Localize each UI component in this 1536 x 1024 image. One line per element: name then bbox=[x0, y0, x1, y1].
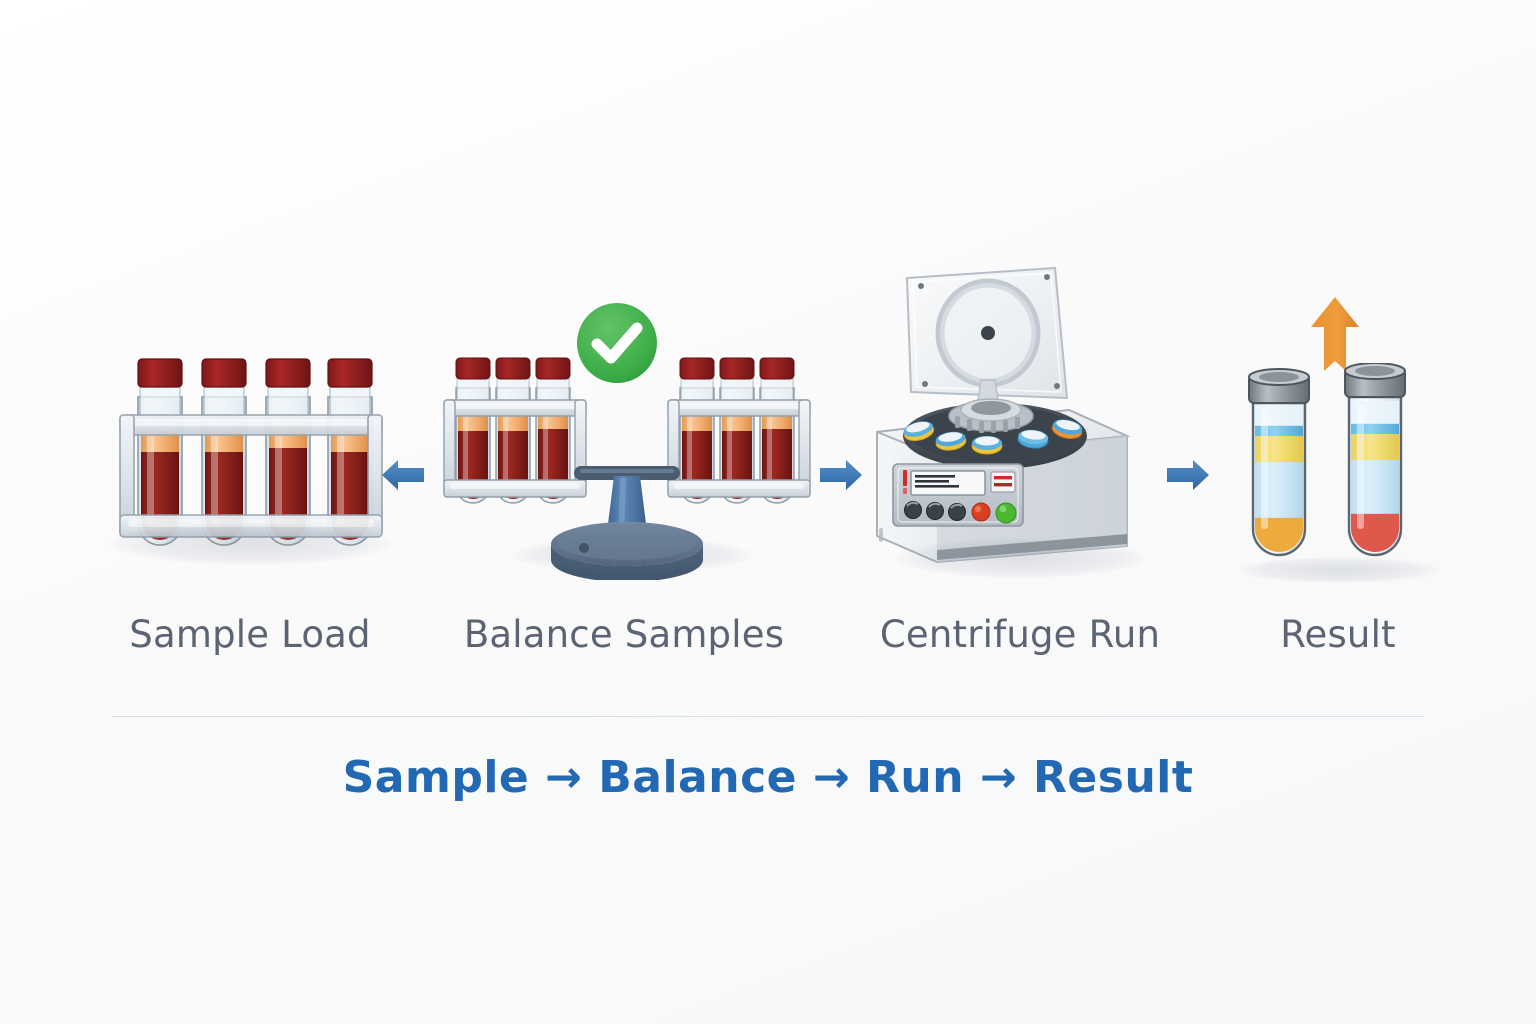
step-label-centrifuge-run: Centrifuge Run bbox=[879, 613, 1161, 656]
divider bbox=[112, 716, 1424, 717]
rotor-tube-caps bbox=[903, 419, 1083, 455]
balance-scale-icon bbox=[443, 357, 811, 582]
arrow-to-sample-load bbox=[380, 455, 426, 500]
result-tube-left bbox=[1248, 368, 1310, 557]
step-balance-samples bbox=[432, 290, 822, 582]
step-sample-load bbox=[100, 355, 400, 585]
balance-shadow bbox=[512, 538, 752, 572]
centrifuge-control-panel bbox=[892, 463, 1024, 527]
step-label-result: Result bbox=[1280, 613, 1396, 656]
arrow-to-result bbox=[1165, 455, 1211, 500]
separated-tubes-icon bbox=[1248, 363, 1406, 557]
test-tube-rack-icon bbox=[119, 358, 383, 546]
rack-shadow bbox=[110, 523, 390, 565]
step-result bbox=[1225, 295, 1455, 585]
result-shadow bbox=[1239, 557, 1439, 583]
workflow-summary: Sample → Balance → Run → Result bbox=[342, 752, 1194, 803]
arrow-to-centrifuge bbox=[818, 455, 864, 500]
result-tube-right bbox=[1344, 363, 1406, 557]
green-check-icon bbox=[577, 303, 657, 383]
step-label-balance-samples: Balance Samples bbox=[463, 613, 785, 656]
up-arrow-icon bbox=[1311, 297, 1359, 371]
centrifuge-shadow bbox=[895, 538, 1145, 578]
step-label-sample-load: Sample Load bbox=[129, 613, 371, 656]
centrifuge-icon bbox=[876, 266, 1131, 564]
step-centrifuge-run bbox=[855, 250, 1155, 580]
